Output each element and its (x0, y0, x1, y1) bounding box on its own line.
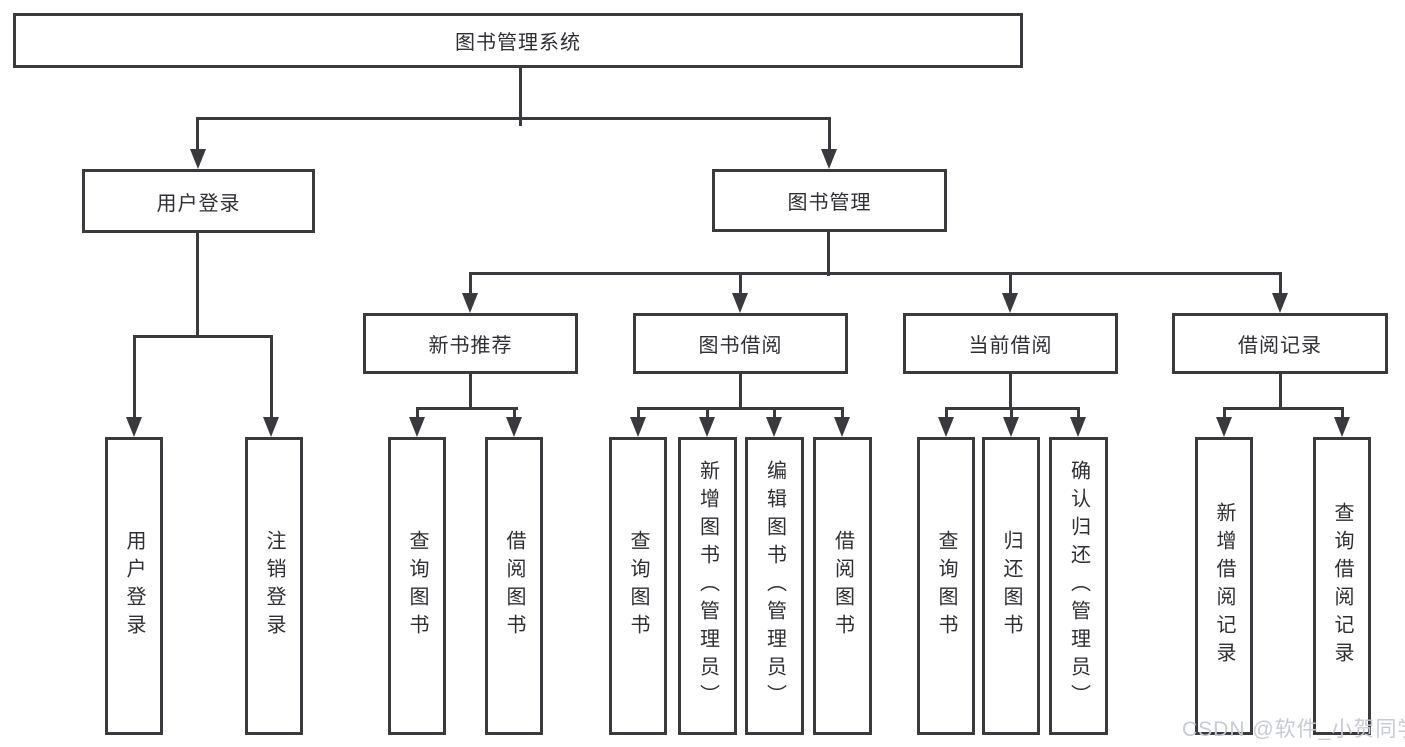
connector-line (841, 407, 844, 419)
arrow-down-icon (1003, 417, 1019, 437)
leaf-add-borrow-record: 新增借阅记录 (1195, 437, 1253, 735)
leaf-recommend-borrow-books: 借阅图书 (485, 437, 543, 735)
node-borrowing-records: 借阅记录 (1172, 313, 1388, 374)
connector-line (1341, 407, 1344, 419)
leaf-borrowing-borrow-books: 借阅图书 (813, 437, 872, 735)
node-book-borrowing-label: 图书借阅 (698, 335, 783, 357)
arrow-down-icon (409, 417, 425, 437)
arrow-down-icon (766, 417, 782, 437)
csdn-watermark: CSDN @软件_小贺同学 (1182, 718, 1405, 741)
connector-line (945, 407, 948, 419)
node-new-book-recommend-label: 新书推荐 (428, 335, 513, 357)
leaf-add-borrow-record-label: 新增借阅记录 (1213, 502, 1235, 670)
arrow-down-icon (1216, 417, 1232, 437)
node-book-borrowing: 图书借阅 (633, 313, 848, 374)
leaf-logout: 注销登录 (245, 437, 303, 735)
leaf-user-login-label: 用户登录 (123, 530, 145, 642)
node-new-book-recommend: 新书推荐 (363, 313, 578, 374)
arrow-down-icon (506, 417, 522, 437)
connector-line (739, 374, 742, 410)
leaf-recommend-borrow-books-label: 借阅图书 (503, 530, 525, 642)
leaf-current-query-books: 查询图书 (917, 437, 975, 735)
connector-line (773, 407, 776, 419)
leaf-return-books-label: 归还图书 (1000, 530, 1022, 642)
arrow-down-icon (1272, 293, 1288, 313)
leaf-return-books: 归还图书 (982, 437, 1040, 735)
leaf-borrowing-borrow-books-label: 借阅图书 (831, 530, 854, 642)
leaf-current-query-books-label: 查询图书 (935, 530, 957, 642)
connector-line (196, 117, 831, 120)
connector-line (513, 407, 516, 419)
connector-line (469, 272, 1281, 275)
node-borrowing-records-label: 借阅记录 (1238, 335, 1322, 357)
connector-line (828, 117, 831, 150)
arrow-down-icon (1070, 417, 1086, 437)
connector-line (469, 374, 472, 410)
arrow-down-icon (263, 417, 279, 437)
arrow-down-icon (190, 149, 206, 169)
connector-line (416, 407, 419, 419)
node-user-login-label: 用户登录 (156, 192, 241, 215)
leaf-user-login: 用户登录 (105, 437, 163, 735)
arrow-down-icon (699, 417, 715, 437)
connector-line (519, 68, 522, 126)
connector-line (1077, 407, 1080, 419)
node-user-login-branch: 用户登录 (82, 169, 315, 233)
node-root-label: 图书管理系统 (455, 32, 581, 54)
arrow-down-icon (821, 149, 837, 169)
leaf-recommend-query-books-label: 查询图书 (406, 530, 428, 642)
leaf-edit-books-admin: 编辑图书（管理员） (745, 437, 804, 735)
leaf-confirm-return-admin-label: 确认归还（管理员） (1067, 460, 1090, 712)
connector-line (133, 335, 136, 419)
arrow-down-icon (462, 293, 478, 313)
leaf-add-books-admin: 新增图书（管理员） (678, 437, 737, 735)
arrow-down-icon (1002, 293, 1018, 313)
arrow-down-icon (732, 293, 748, 313)
leaf-borrowing-query-books-label: 查询图书 (627, 530, 649, 642)
leaf-edit-books-admin-label: 编辑图书（管理员） (763, 460, 786, 712)
connector-line (469, 272, 472, 295)
arrow-down-icon (1334, 417, 1350, 437)
connector-line (1010, 407, 1013, 419)
leaf-confirm-return-admin: 确认归还（管理员） (1049, 437, 1108, 735)
leaf-recommend-query-books: 查询图书 (388, 437, 446, 735)
connector-line (1223, 407, 1343, 410)
connector-line (827, 232, 830, 276)
connector-line (637, 407, 844, 410)
connector-line (416, 407, 518, 410)
connector-line (1279, 272, 1282, 295)
connector-line (1009, 272, 1012, 295)
connector-line (706, 407, 709, 419)
leaf-logout-label: 注销登录 (263, 530, 285, 642)
arrow-down-icon (938, 417, 954, 437)
leaf-borrowing-query-books: 查询图书 (609, 437, 667, 735)
connector-line (196, 117, 199, 150)
arrow-down-icon (630, 417, 646, 437)
leaf-query-borrow-record-label: 查询借阅记录 (1331, 502, 1353, 670)
connector-line (133, 335, 273, 338)
node-book-management-branch: 图书管理 (712, 169, 947, 232)
connector-line (270, 335, 273, 419)
connector-line (1223, 407, 1226, 419)
node-current-borrowing-label: 当前借阅 (968, 335, 1053, 357)
leaf-query-borrow-record: 查询借阅记录 (1313, 437, 1371, 735)
arrow-down-icon (126, 417, 142, 437)
connector-line (1009, 374, 1012, 410)
node-current-borrowing: 当前借阅 (903, 313, 1118, 374)
connector-line (637, 407, 640, 419)
connector-line (739, 272, 742, 295)
node-root: 图书管理系统 (13, 13, 1023, 68)
leaf-add-books-admin-label: 新增图书（管理员） (696, 460, 719, 712)
node-book-management-label: 图书管理 (787, 192, 872, 214)
connector-line (196, 233, 199, 338)
connector-line (1279, 374, 1282, 410)
arrow-down-icon (834, 417, 850, 437)
